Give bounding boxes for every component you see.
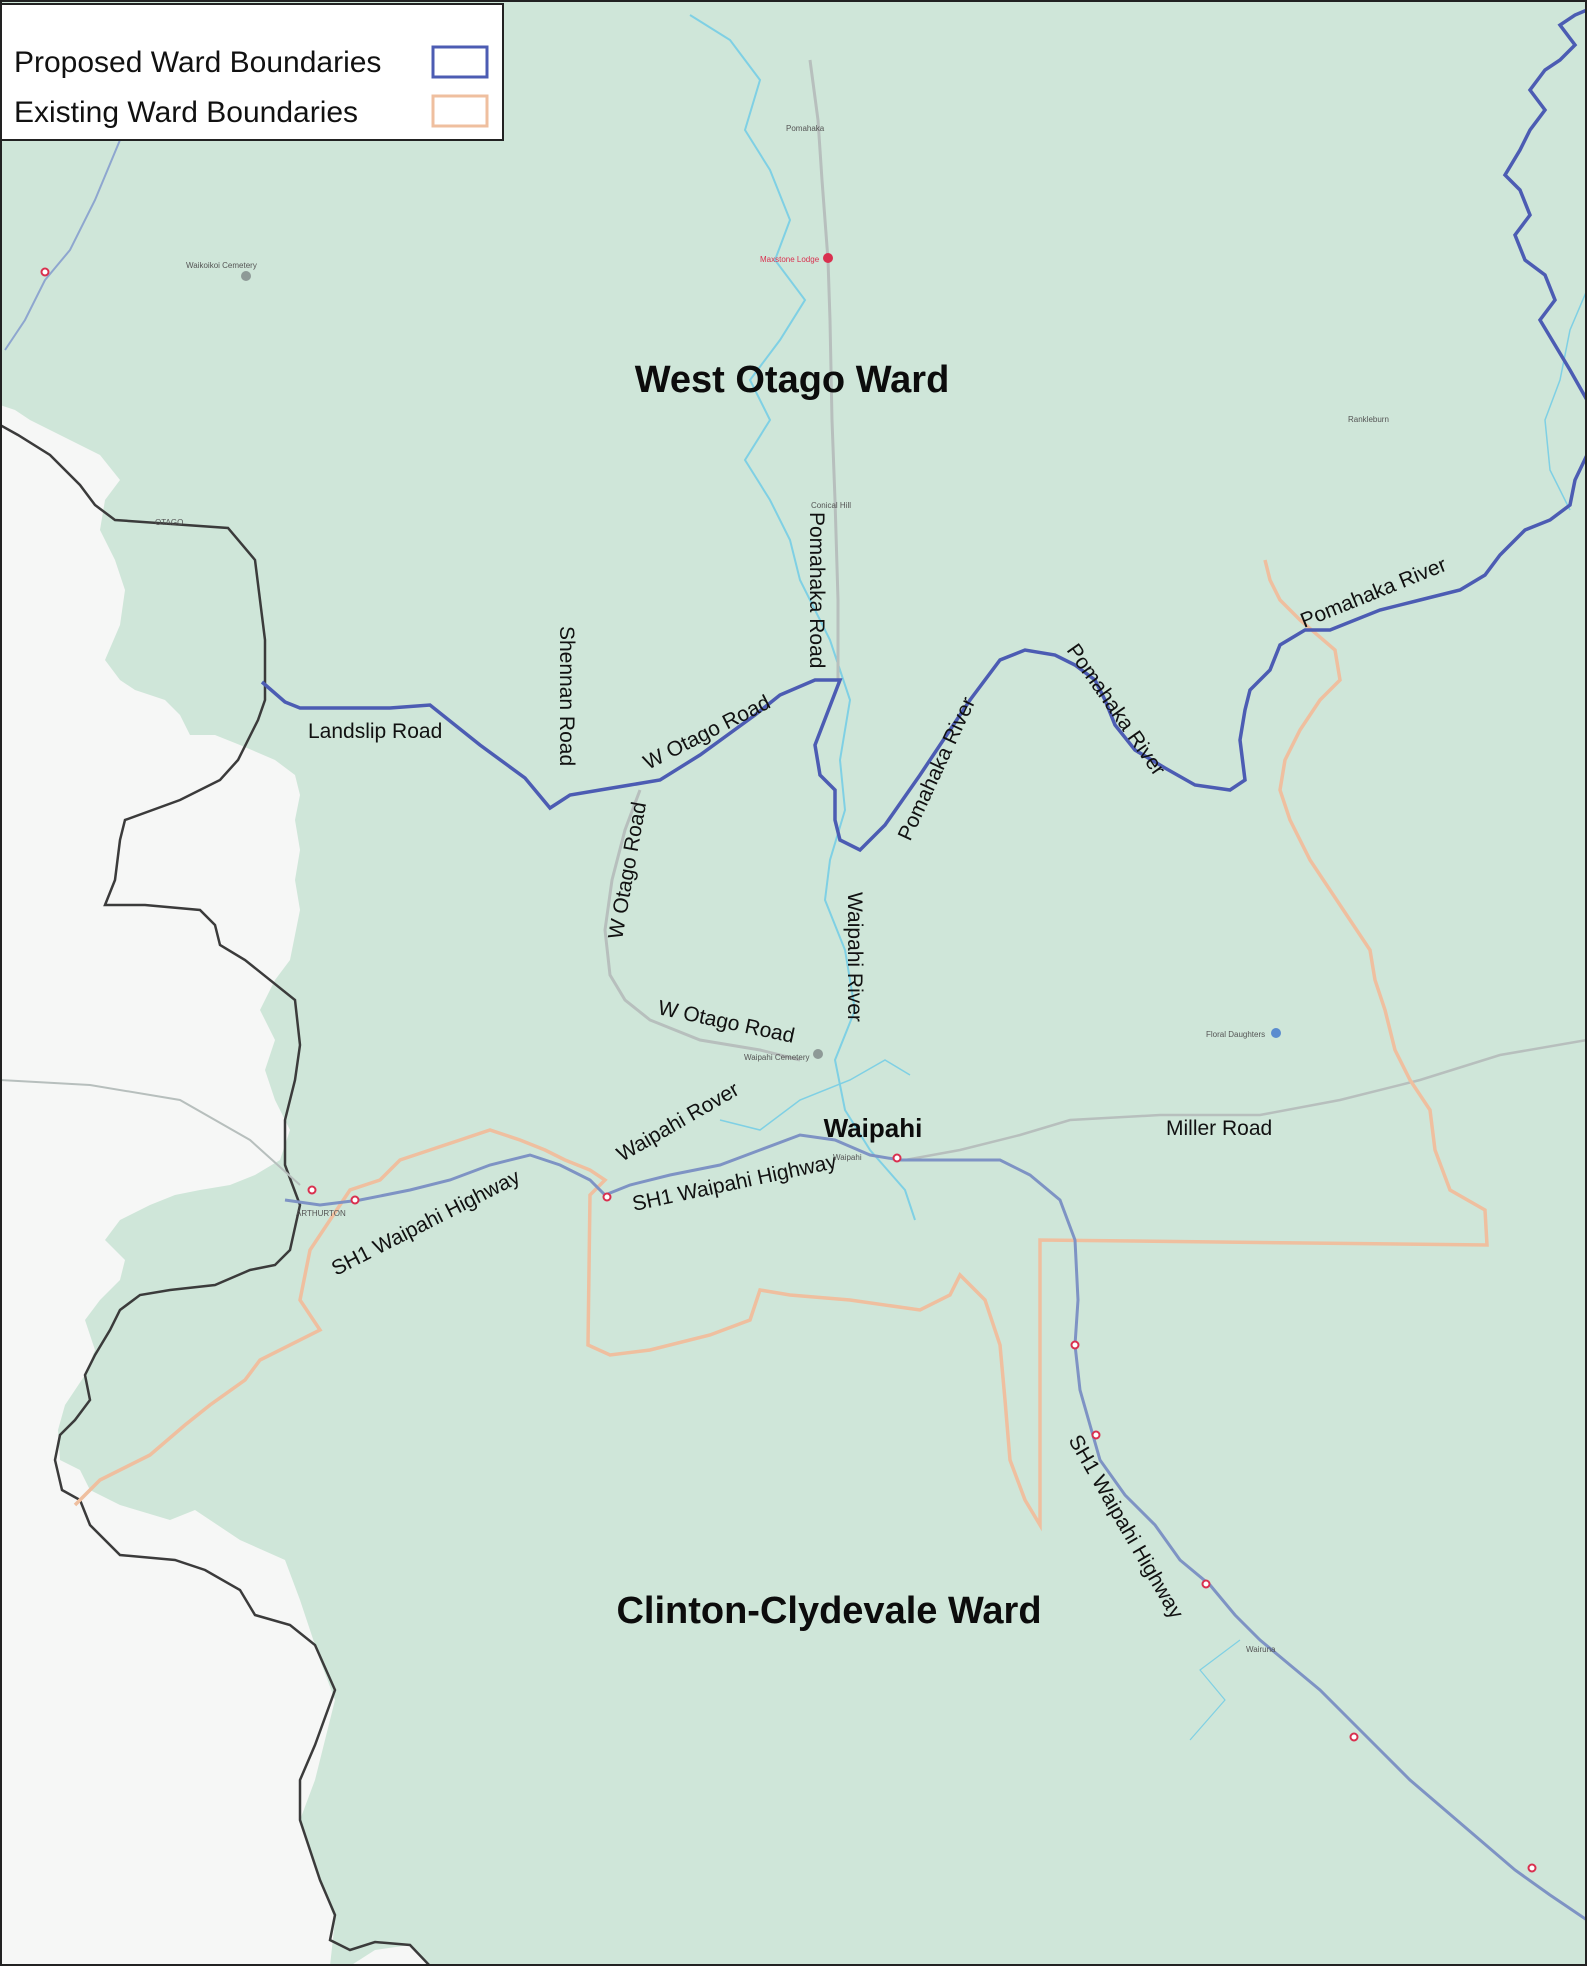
place-label-maxstone-lodge: Maxstone Lodge (760, 255, 820, 264)
highway-marker (1070, 1340, 1080, 1350)
location-pin-icon (813, 1049, 823, 1059)
highway-marker (40, 267, 50, 277)
place-label-wairuna: Wairuna (1246, 1645, 1276, 1654)
highway-marker (1349, 1732, 1359, 1742)
map-legend: Proposed Ward Boundaries Existing Ward B… (0, 3, 504, 141)
road-label-pomahaka-road: Pomahaka Road (805, 512, 828, 668)
legend-box (0, 3, 504, 141)
place-label-arthurton: ARTHURTON (296, 1209, 346, 1218)
ward-label-west-otago: West Otago Ward (635, 359, 950, 401)
highway-marker (350, 1195, 360, 1205)
location-pin-icon (823, 253, 833, 263)
road-label-miller-road: Miller Road (1166, 1117, 1272, 1140)
proposed-ward-boundary-east (1502, 8, 1587, 401)
ward-label-clinton-clydevale: Clinton-Clydevale Ward (616, 1590, 1041, 1632)
poi-pins (241, 253, 1281, 1059)
town-label-waipahi: Waipahi (824, 1113, 923, 1143)
place-label-waipahi-cemetery: Waipahi Cemetery (744, 1053, 810, 1062)
legend-label-proposed: Proposed Ward Boundaries (14, 46, 381, 79)
road-label-shennan-road: Shennan Road (555, 626, 578, 766)
existing-ward-boundary-line (73, 559, 1489, 1532)
highway-marker (602, 1192, 612, 1202)
location-pin-icon (241, 271, 251, 281)
miller-road-line (904, 1038, 1587, 1162)
highway-marker (1201, 1579, 1211, 1589)
legend-swatch-proposed (431, 45, 489, 79)
west-road-line (0, 1079, 301, 1186)
place-label-floral-daughters: Floral Daughters (1206, 1030, 1265, 1039)
highway-marker (1091, 1430, 1101, 1440)
legend-swatch-existing (431, 94, 489, 128)
place-label-otago: OTAGO (155, 518, 183, 527)
location-pin-icon (1271, 1028, 1281, 1038)
sh1-highway-line (284, 1133, 1587, 1922)
river-tributary-2 (1189, 1639, 1241, 1741)
river-tributary-1 (719, 1059, 911, 1131)
pomahaka-road-line (808, 59, 840, 680)
place-label-pomahaka: Pomahaka (786, 124, 825, 133)
north-west-road-line (4, 139, 121, 351)
river-east-edge (1544, 289, 1587, 511)
district-boundary-line (0, 423, 431, 1966)
w-otago-road-line (603, 789, 801, 1062)
legend-label-existing: Existing Ward Boundaries (14, 96, 358, 129)
road-label-landslip-road: Landslip Road (308, 720, 442, 743)
highway-markers (40, 267, 1537, 1873)
highway-marker (307, 1185, 317, 1195)
place-label-rankleburn: Rankleburn (1348, 415, 1389, 424)
highway-marker (1527, 1863, 1537, 1873)
place-label-conical-hill: Conical Hill (811, 501, 851, 510)
highway-marker (892, 1153, 902, 1163)
place-label-waikoikoi-cemetery: Waikoikoi Cemetery (186, 261, 257, 270)
river-label-waipahi-river: Waipahi River (843, 892, 866, 1022)
pomahaka-river-water (689, 14, 916, 1221)
proposed-ward-boundary-main (260, 454, 1587, 853)
place-label-waipahi-small: Waipahi (833, 1153, 862, 1162)
